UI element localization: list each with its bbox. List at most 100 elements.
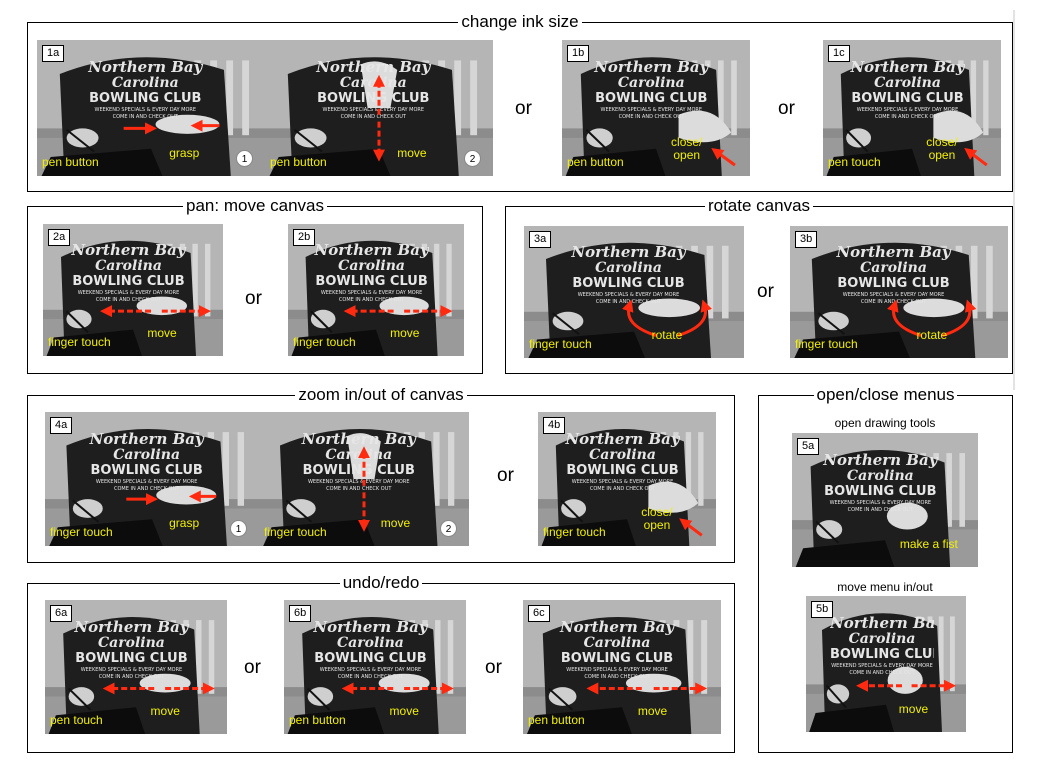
panel-id-label: 5b <box>811 601 834 618</box>
panel-id-label: 1c <box>828 45 850 62</box>
shirt-print-text: WEEKEND SPECIALS & EVERY DAY MORE <box>94 107 197 114</box>
panel-id-label: 4a <box>50 417 73 434</box>
scrollbar-edge <box>1013 10 1015 390</box>
shirt-print-text: WEEKEND SPECIALS & EVERY DAY MORE <box>831 663 933 670</box>
shirt-print-text: COME IN AND CHECK OUT <box>874 114 941 121</box>
shirt-print-text: WEEKEND SPECIALS & EVERY DAY MORE <box>320 290 423 297</box>
or-separator: or <box>245 288 262 309</box>
gesture-action-label: move <box>637 704 668 718</box>
shirt-print-text: BOWLING CLUB <box>830 648 934 663</box>
gesture-arrow <box>711 148 736 167</box>
or-separator: or <box>515 98 532 119</box>
panel-id-label: 6a <box>50 605 73 622</box>
shirt-print-text: COME IN AND CHECK OUT <box>340 114 406 121</box>
panel-id-label: 6c <box>528 605 550 622</box>
gesture-arrows <box>373 74 385 162</box>
group-title: zoom in/out of canvas <box>28 385 734 405</box>
panel-id-label: 5a <box>797 438 820 455</box>
shirt-print-text: COME IN AND CHECK OUT <box>95 297 162 304</box>
shirt-print-text: WEEKEND SPECIALS & EVERY DAY MORE <box>319 666 422 673</box>
panel-id-label: 3a <box>529 231 552 248</box>
shirt-print-text: WEEKEND SPECIALS & EVERY DAY MORE <box>566 666 668 673</box>
shirt-print-text: BOWLING CLUB <box>595 92 708 107</box>
step-number-badge: 2 <box>440 520 457 537</box>
group-title: change ink size <box>28 12 1012 32</box>
or-separator: or <box>778 98 795 119</box>
shirt-print-text: BOWLING CLUB <box>566 463 679 478</box>
input-modality-label: finger touch <box>543 525 606 539</box>
shirt-print-text: COME IN AND CHECK OUT <box>113 485 180 492</box>
shirt-print-text: Carolina <box>848 632 916 648</box>
gesture-arrows <box>887 299 977 337</box>
photo-scene <box>524 226 744 358</box>
shirt-print-text: COME IN AND CHECK OUT <box>338 297 405 304</box>
shirt-print-text: Northern Bay <box>314 242 429 259</box>
shirt-print-text: BOWLING CLUB <box>824 484 937 499</box>
shirt-print-text: BOWLING CLUB <box>302 463 415 478</box>
shirt-print-text: Carolina <box>617 76 685 92</box>
gesture-arrows <box>856 679 956 692</box>
shirt-print-text: Northern Bay <box>88 59 203 76</box>
or-separator: or <box>497 465 514 486</box>
shirt-print-text: Carolina <box>874 76 941 92</box>
step-number-badge: 2 <box>464 150 481 167</box>
shirt-print-text: Northern Bay <box>74 618 189 635</box>
shirt-print-text: Northern Bay <box>850 59 965 76</box>
input-modality-label: pen touch <box>828 155 881 169</box>
shirt-print-text: Northern Bay <box>565 430 680 447</box>
photo-scene <box>806 596 966 732</box>
gesture-arrow <box>679 518 703 537</box>
gesture-action-label: grasp <box>169 516 200 530</box>
input-modality-label: pen button <box>567 155 624 169</box>
shirt-print-text: WEEKEND SPECIALS & EVERY DAY MORE <box>856 107 959 114</box>
shirt-print-text: Carolina <box>589 447 656 463</box>
or-separator: or <box>485 657 502 678</box>
gesture-action-label: move <box>397 146 427 160</box>
photo-scene <box>43 224 223 356</box>
shirt-print-text: WEEKEND SPECIALS & EVERY DAY MORE <box>80 666 183 673</box>
gesture-action-label: move <box>898 702 929 716</box>
or-separator: or <box>244 657 261 678</box>
gesture-arrows <box>358 446 370 532</box>
shirt-print-text: WEEKEND SPECIALS & EVERY DAY MORE <box>842 292 945 299</box>
shirt-print-text: BOWLING CLUB <box>75 651 188 666</box>
subtitle-open-drawing-tools: open drawing tools <box>834 416 936 430</box>
gesture-arrows <box>341 682 454 695</box>
panel-id-label: 6b <box>289 605 312 622</box>
shirt-print-text: WEEKEND SPECIALS & EVERY DAY MORE <box>77 290 180 297</box>
shirt-print-text: WEEKEND SPECIALS & EVERY DAY MORE <box>95 478 198 485</box>
shirt-print-text: Carolina <box>846 468 914 484</box>
shirt-print-text: COME IN AND CHECK OUT <box>589 485 656 492</box>
photo-scene <box>792 433 978 567</box>
gesture-action-label: grasp <box>169 146 200 160</box>
input-modality-label: pen button <box>528 713 585 727</box>
photo-scene <box>823 40 1001 176</box>
input-modality-label: finger touch <box>795 337 858 351</box>
shirt-print-text: WEEKEND SPECIALS & EVERY DAY MORE <box>322 107 425 114</box>
shirt-print-text: Northern Bay <box>301 430 416 447</box>
gesture-action-label: move <box>150 704 180 718</box>
gesture-arrows <box>126 490 217 506</box>
gesture-arrows <box>123 119 220 135</box>
shirt-print-text: WEEKEND SPECIALS & EVERY DAY MORE <box>577 292 680 299</box>
gesture-action-label: make a fist <box>899 537 958 551</box>
photo-scene <box>37 40 265 176</box>
panel-id-label: 3b <box>795 231 818 248</box>
shirt-print-text: COME IN AND CHECK OUT <box>618 114 684 121</box>
shirt-print-text: Carolina <box>113 447 181 463</box>
or-separator: or <box>757 281 774 302</box>
panel-id-label: 2a <box>48 229 71 246</box>
photo-scene <box>45 412 259 546</box>
shirt-print-text: BOWLING CLUB <box>317 92 430 107</box>
shirt-print-text: COME IN AND CHECK OUT <box>326 485 392 492</box>
step-number-badge: 1 <box>236 150 253 167</box>
